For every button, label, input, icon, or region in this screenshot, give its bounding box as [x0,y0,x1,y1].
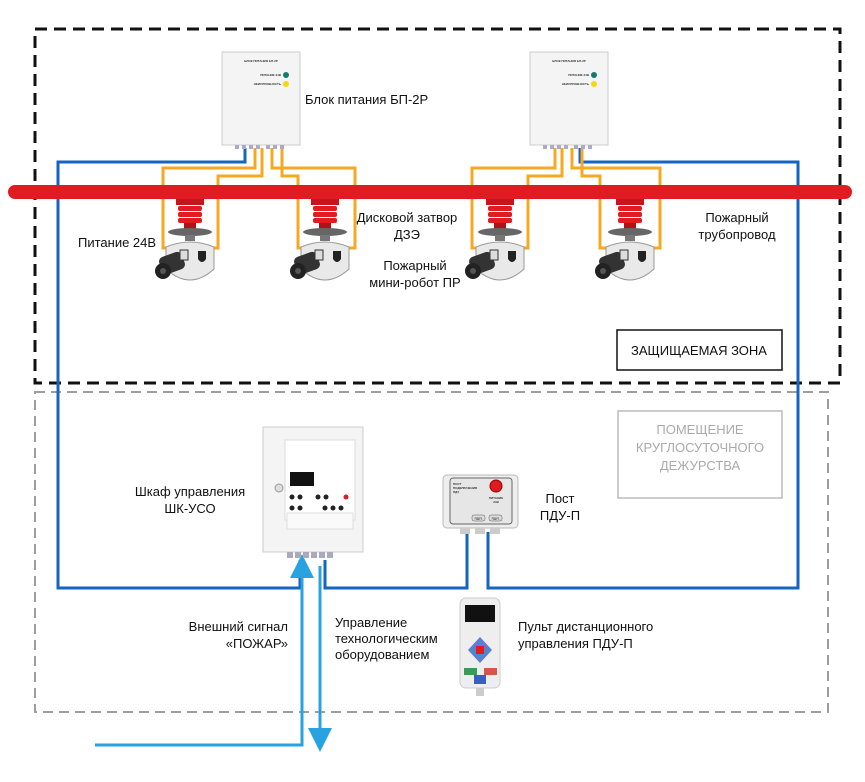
fault-indicator [283,81,289,87]
svg-text:НЕИСПРАВНОСТЬ: НЕИСПРАВНОСТЬ [562,82,590,86]
power-lines [56,148,800,590]
label-power-24v: Питание 24В [78,235,156,250]
power-supply-left: БЛОК ПИТАНИЯ БП-2Р ПИТАНИЕ 24В НЕИСПРАВН… [221,51,301,149]
signal-lines [95,554,332,752]
svg-text:ПДУ1: ПДУ1 [475,517,483,521]
svg-text:ПИТАНИЕ 24В: ПИТАНИЕ 24В [568,73,590,77]
svg-text:БЛОК ПИТАНИЯ БП-2Р: БЛОК ПИТАНИЯ БП-2Р [244,59,278,63]
label-power-block: Блок питания БП-2Р [305,92,428,107]
power-supply-right: БЛОК ПИТАНИЯ БП-2Р ПИТАНИЕ 24В НЕИСПРАВН… [529,51,609,149]
post-indicator [489,479,503,493]
power-indicator [591,72,597,78]
control-cabinet-shk-uso [262,426,364,558]
remote-display [465,605,495,622]
duty-room-box [617,410,783,499]
duty-room-border [34,391,829,713]
label-external-signal: Внешний сигнал«ПОЖАР» [189,619,288,651]
external-fire-signal-line [95,554,314,747]
label-protected-zone: ЗАЩИЩАЕМАЯ ЗОНА [631,343,767,358]
protected-zone-border [33,27,842,385]
svg-text:ПДУ1: ПДУ1 [492,517,500,521]
svg-text:БЛОК ПИТАНИЯ БП-2Р: БЛОК ПИТАНИЯ БП-2Р [552,59,586,63]
protected-zone-box [616,329,783,371]
cabinet-display [290,472,314,486]
fault-indicator [591,81,597,87]
fire-robot-4 [594,198,655,281]
svg-text:ПИТАНИЕ 24В: ПИТАНИЕ 24В [260,73,282,77]
fire-pipeline [8,185,852,199]
fire-robot-3 [464,198,525,281]
power-indicator [283,72,289,78]
svg-text:НЕИСПРАВНОСТЬ: НЕИСПРАВНОСТЬ [254,82,282,86]
remote-control-pdu-p [459,597,501,696]
